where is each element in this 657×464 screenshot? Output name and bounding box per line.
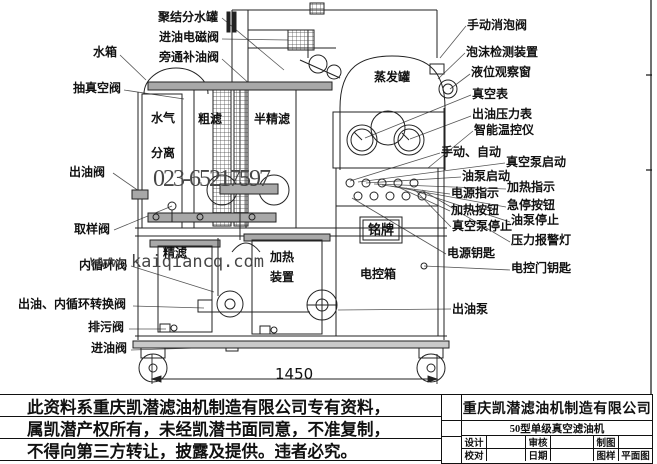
label-control-box: 电控箱 [360, 267, 397, 281]
label-sampling-valve: 取样阀 [74, 222, 111, 236]
field-check-label: 校对 [462, 449, 487, 461]
label-vacuum-pump-start: 真空泵启动 [506, 155, 567, 169]
label-outlet-pump: 出油泵 [452, 302, 489, 316]
label-power-key: 电源钥匙 [447, 246, 496, 260]
label-oil-pump-start: 油泵启动 [462, 169, 511, 183]
label-drain-valve: 排污阀 [88, 320, 125, 334]
label-manual-defoam-valve: 手动消泡阀 [467, 18, 528, 32]
field-design-label: 设计 [462, 436, 487, 448]
caster-wheel-right [416, 353, 446, 383]
field-review-value [551, 436, 594, 448]
field-draft-label: 制图 [594, 436, 619, 448]
company-name: 重庆凯潜滤油机制造有限公司 [462, 395, 652, 421]
disclaimer-line-2: 属凯潜产权所有，未经凯潜书面同意，不准复制， [0, 417, 441, 439]
label-cabinet-door-key: 电控门钥匙 [511, 261, 572, 275]
circulation-pump-symbol [216, 290, 244, 318]
disclaimer-line-3: 不得向第三方转让，披露及提供。违者必究。 [0, 439, 441, 461]
outlet-valve-stub [131, 189, 149, 200]
product-model: 50型单级真空滤油机 [462, 421, 652, 436]
label-water-tank: 水箱 [93, 45, 118, 59]
label-outlet-pressure-gauge: 出油压力表 [472, 107, 533, 121]
field-draft-value [619, 436, 652, 448]
label-semi-fine-filter: 半精滤 [254, 112, 291, 126]
label-inner-circulation-valve: 内循环阀 [79, 258, 128, 272]
gauge-panel [332, 111, 446, 169]
label-oil-outlet-valve: 出油阀 [69, 165, 106, 179]
label-fine-filter: 精滤 [163, 246, 188, 260]
machine-drawing [131, 2, 458, 384]
field-design-value [487, 436, 526, 448]
label-heater-2: 装置 [270, 270, 295, 284]
disclaimer-line-1: 此资料系重庆凯潜滤油机制造有限公司专有资料， [0, 395, 441, 417]
label-heater-1: 加热 [270, 250, 295, 264]
foam-detector-symbol [429, 63, 445, 75]
label-vacuum-gauge: 真空表 [472, 87, 509, 101]
heater-vessel [251, 239, 323, 335]
label-inlet-solenoid-valve: 进油电磁阀 [159, 30, 220, 44]
label-nameplate: 铭牌 [368, 222, 395, 237]
label-manual-auto: 手动、自动 [441, 145, 502, 159]
label-bypass-refill-valve: 旁通补油阀 [159, 50, 220, 64]
label-coalescer-tank: 聚结分水罐 [158, 10, 219, 24]
field-review-label: 审核 [526, 436, 551, 448]
disclaimer-block: 此资料系重庆凯潜滤油机制造有限公司专有资料， 属凯潜产权所有，未经凯潜书面同意，… [0, 394, 441, 461]
label-evaporation-tank: 蒸发罐 [374, 70, 411, 84]
label-water-gas-separator-2: 分离 [151, 146, 176, 160]
field-check-value [487, 449, 526, 461]
label-heating-button: 加热按钮 [451, 203, 500, 217]
field-date-value [551, 449, 594, 461]
label-coarse-filter: 粗滤 [198, 112, 223, 126]
drain-valve-symbol [159, 323, 171, 333]
label-water-gas-separator-1: 水气 [151, 111, 176, 125]
evaporation-tank-dome [339, 55, 446, 109]
switch-valve-symbol [197, 299, 213, 313]
label-temp-controller: 智能温控仪 [474, 123, 535, 137]
dimension-1450-lines [150, 354, 439, 384]
pressure-gauge-symbol [393, 124, 425, 156]
label-level-sight-glass: 液位观察窗 [471, 65, 532, 79]
fine-filter-vessel [157, 245, 213, 333]
label-emergency-stop: 急停按钮 [507, 198, 556, 212]
nameplate-box [359, 216, 403, 244]
sheet-border [646, 0, 652, 394]
label-oil-pump-stop: 油泵停止 [511, 213, 560, 227]
watermark-phone: 023-65217597 [153, 166, 271, 192]
field-sheet-label: 图样 [594, 449, 619, 461]
label-heating-indicator: 加热指示 [507, 180, 556, 194]
label-power-indicator: 电源指示 [451, 186, 500, 200]
vacuum-gauge-symbol [346, 124, 378, 156]
door-key-symbol [420, 262, 428, 270]
dimension-1450: 1450 [275, 365, 314, 383]
sight-glass-symbol [438, 79, 458, 99]
caster-wheel-left [138, 353, 168, 383]
watermark-website: www.kaiqiancq.com [90, 252, 264, 272]
solenoid-valve-symbol [287, 29, 315, 51]
semi-fine-filter-tank [245, 87, 297, 229]
label-vacuum-pump-stop: 真空泵停止 [452, 219, 513, 233]
field-date-label: 日期 [526, 449, 551, 461]
label-vacuum-draw-valve: 抽真空阀 [73, 81, 122, 95]
label-pressure-alarm-lamp: 压力报警灯 [511, 233, 572, 247]
label-foam-detector: 泡沫检测装置 [466, 45, 539, 59]
title-block: 重庆凯潜滤油机制造有限公司 50型单级真空滤油机 设计 审核 制图 校对 日期 … [441, 394, 653, 464]
field-view-name: 平面图 [621, 452, 650, 461]
label-outlet-circulation-switch-valve: 出油、内循环转换阀 [18, 297, 127, 311]
title-block-revision-strip [442, 395, 462, 463]
label-oil-inlet-valve: 进油阀 [91, 341, 128, 355]
